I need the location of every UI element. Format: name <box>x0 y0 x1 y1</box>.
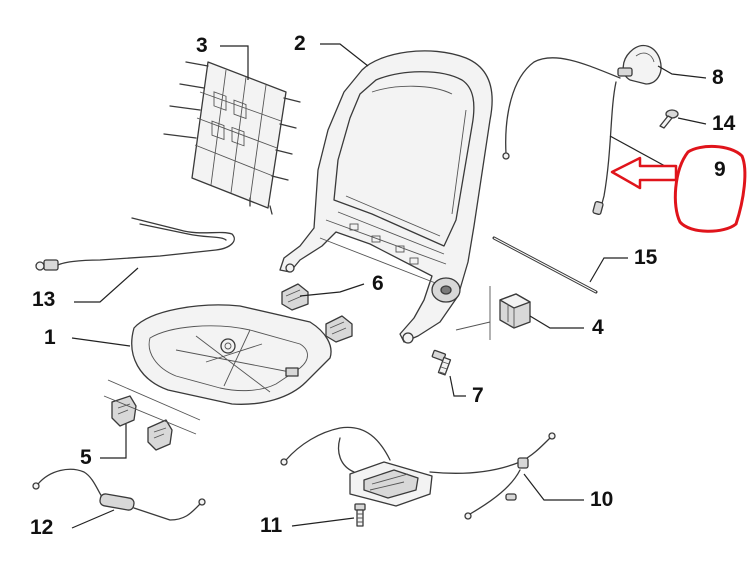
part-6-clips <box>281 283 353 343</box>
leader-14 <box>677 117 707 125</box>
leader-8 <box>657 65 707 79</box>
leader-15 <box>589 257 628 283</box>
callout-8: 8 <box>712 66 724 89</box>
leader-5 <box>100 424 127 459</box>
part-10-actuator-cable <box>280 426 556 520</box>
part-5-brackets <box>111 395 173 451</box>
highlight-circle-icon <box>673 145 747 233</box>
part-13-wire-harness <box>35 217 235 271</box>
leader-12 <box>71 509 115 529</box>
highlight-arrow-icon <box>610 156 678 190</box>
leader-11 <box>291 517 355 527</box>
part-14-screw <box>659 109 679 129</box>
part-12-cable <box>32 468 206 521</box>
leader-1 <box>71 337 131 347</box>
callout-13: 13 <box>32 288 55 311</box>
callout-10: 10 <box>590 488 613 511</box>
part-4-block <box>499 293 531 329</box>
leader-7 <box>449 375 466 397</box>
callout-14: 14 <box>712 112 736 135</box>
callout-4: 4 <box>592 316 604 339</box>
leader-2 <box>320 43 369 67</box>
part-8-lever <box>617 44 662 85</box>
callout-15: 15 <box>634 246 658 269</box>
leader-13 <box>74 267 139 303</box>
part-3-spring-mat <box>163 61 301 215</box>
leader-6 <box>299 283 365 297</box>
highlight-mark <box>610 145 747 233</box>
callout-6: 6 <box>372 272 384 295</box>
callout-labels: 1 2 3 4 5 6 7 8 9 10 11 12 13 14 15 <box>30 32 736 539</box>
callout-3: 3 <box>196 34 208 57</box>
part-11-bolt <box>354 503 366 527</box>
callout-2: 2 <box>294 32 306 55</box>
part-2-backrest-frame <box>279 50 493 344</box>
callout-12: 12 <box>30 516 53 539</box>
leader-3 <box>220 45 249 80</box>
part-1-seat-pan <box>131 304 332 405</box>
callout-7: 7 <box>472 384 484 407</box>
part-7-bolt <box>431 349 452 376</box>
leader-4 <box>529 315 584 329</box>
callout-1: 1 <box>44 326 56 349</box>
bracket-marks <box>103 286 491 435</box>
callout-9: 9 <box>714 158 726 181</box>
leader-10 <box>523 473 584 501</box>
callout-5: 5 <box>80 446 92 469</box>
callout-11: 11 <box>260 514 283 537</box>
part-15-rod <box>492 236 598 294</box>
part-9-release-cable <box>502 57 621 216</box>
